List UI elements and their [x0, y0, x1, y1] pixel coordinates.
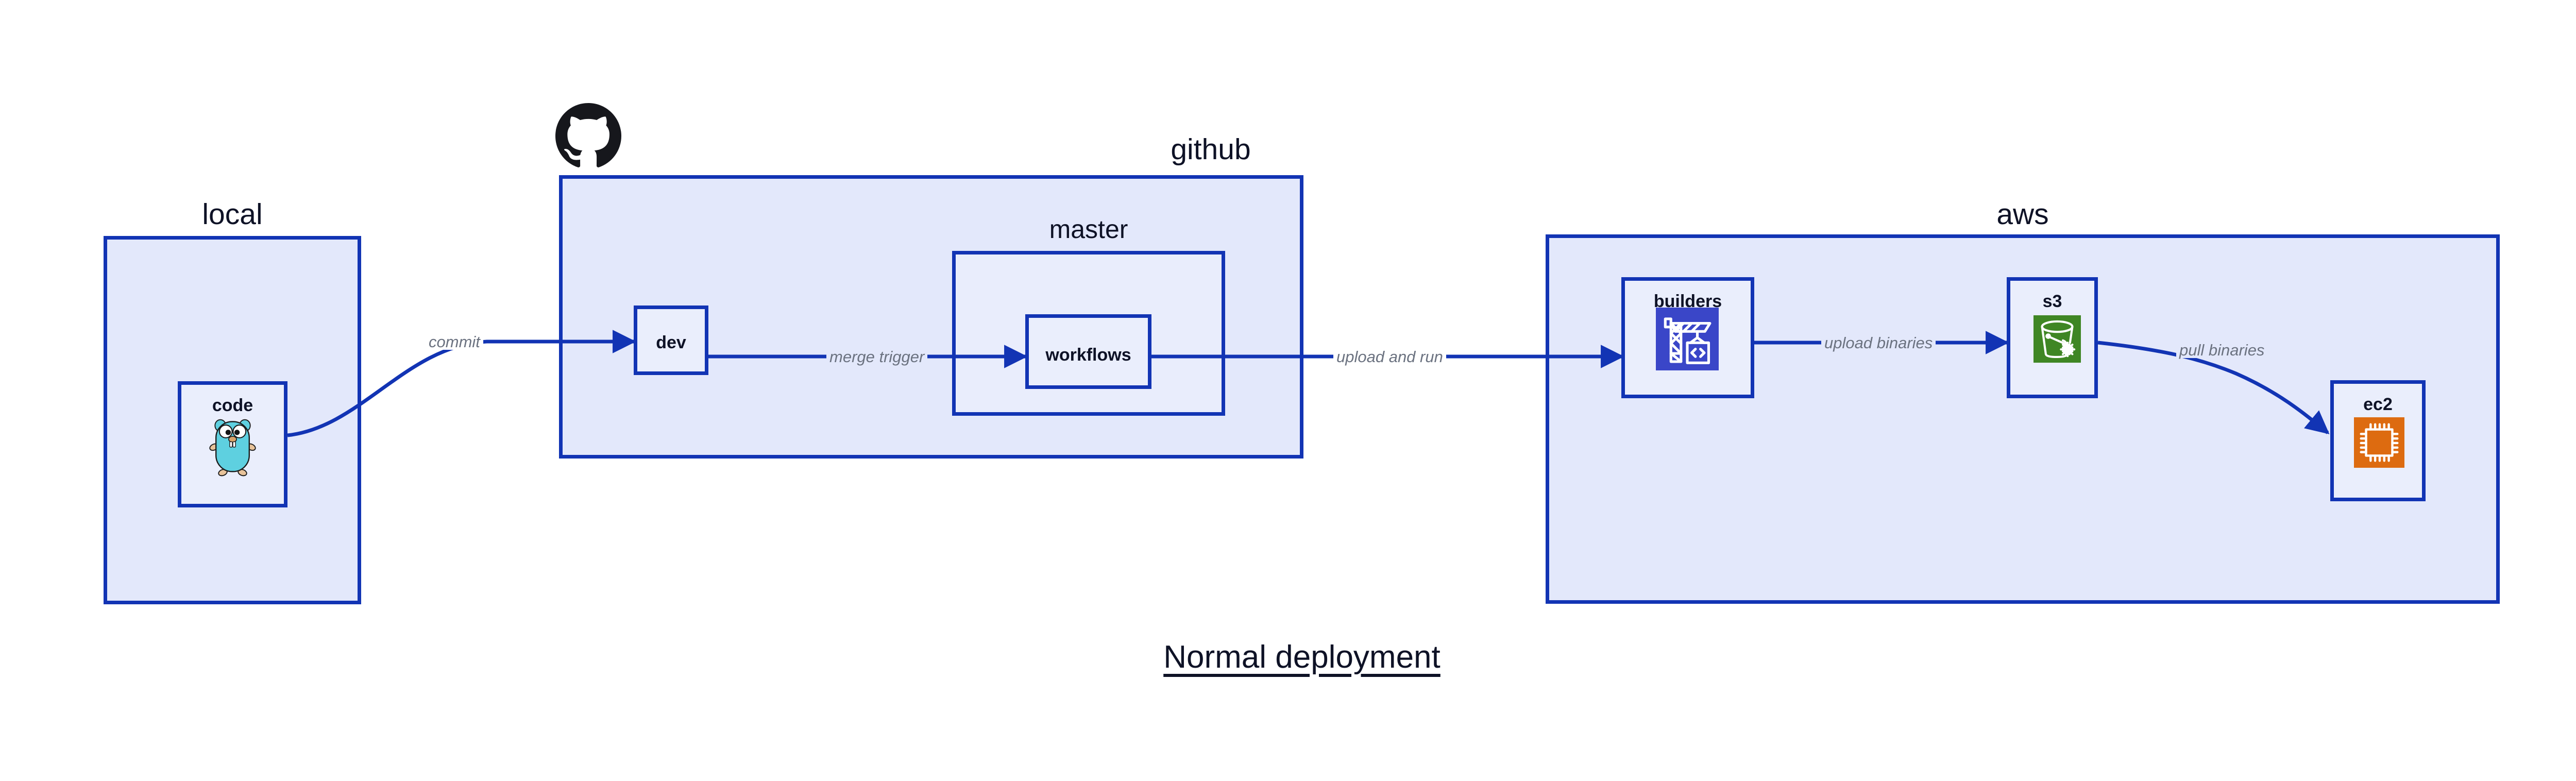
node-dev[interactable] [634, 305, 708, 375]
edge-label-merge-trigger: merge trigger [826, 349, 928, 365]
zone-aws-label: aws [1996, 198, 2049, 231]
group-master-label: master [1049, 215, 1128, 244]
node-workflows[interactable] [1025, 314, 1151, 389]
zone-local-label: local [202, 198, 263, 231]
zone-github-label: github [1171, 133, 1251, 166]
edge-label-upload-and-run: upload and run [1333, 349, 1446, 365]
go-gopher-icon [208, 415, 257, 477]
node-code-label: code [212, 396, 253, 415]
node-workflows-label: workflows [1045, 345, 1131, 365]
node-s3-label: s3 [2042, 292, 2062, 311]
edge-label-pull-binaries: pull binaries [2176, 342, 2268, 358]
aws-s3-glacier-icon [2033, 315, 2081, 363]
edge-label-upload-binaries: upload binaries [1821, 335, 1936, 351]
node-ec2-label: ec2 [2363, 395, 2393, 414]
github-octocat-logo [555, 103, 621, 169]
node-dev-label: dev [656, 333, 686, 352]
diagram-caption: Normal deployment [1163, 639, 1440, 675]
edge-label-commit: commit [426, 334, 483, 350]
aws-codebuild-icon [1656, 308, 1719, 370]
node-builders-label: builders [1653, 292, 1722, 311]
aws-ec2-icon [2354, 417, 2404, 468]
